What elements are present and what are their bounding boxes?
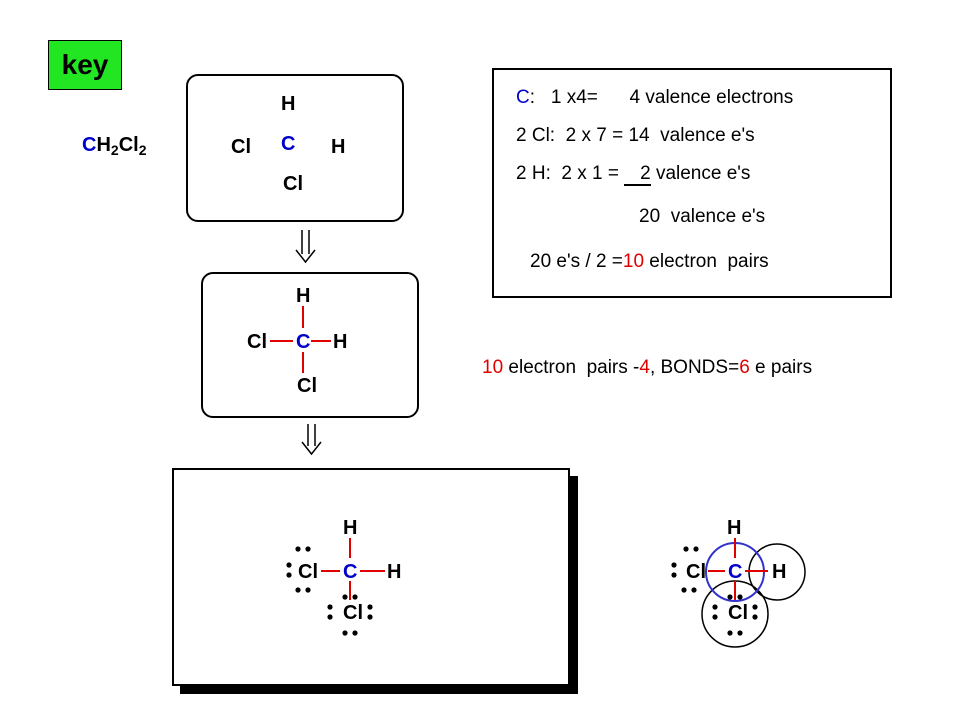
formula-carbon: C <box>82 134 97 156</box>
formula-chlorine-count: 2 <box>138 142 147 158</box>
calc-row-total: 20 valence e's <box>639 206 766 227</box>
box3-lone-pairs <box>286 546 373 636</box>
atom-arrangement-box <box>186 74 404 222</box>
calc-carbon-colon: : <box>529 87 536 108</box>
calc-carbon-symbol: C <box>516 87 530 108</box>
box2-carbon: C <box>296 331 311 353</box>
octet-hydrogen-right: H <box>772 561 787 583</box>
calc-hydrogen-suffix: valence e's <box>650 163 751 184</box>
box1-hydrogen-top: H <box>281 93 296 115</box>
formula-chlorine: Cl <box>118 134 139 156</box>
octet-chlorine-bottom: Cl <box>728 602 748 624</box>
calc-carbon-text: 1 x4= 4 valence electrons <box>535 87 794 108</box>
octet-lone-pairs <box>671 546 758 636</box>
box3-hydrogen-right: H <box>387 561 402 583</box>
octet-carbon: C <box>728 561 743 583</box>
box3-chlorine-bottom: Cl <box>343 602 363 624</box>
bonds-summary: 10 electron pairs -4, BONDS=6 e pairs <box>482 358 812 377</box>
calc-row-chlorine: 2 Cl: 2 x 7 = 14 valence e's <box>516 125 755 146</box>
box1-chlorine-bottom: Cl <box>283 173 303 195</box>
valence-count-box <box>492 68 892 298</box>
formula-hydrogen: H <box>96 134 111 156</box>
box1-carbon: C <box>281 133 296 155</box>
molecular-formula: CH2Cl2 <box>82 134 147 157</box>
box3-hydrogen-top: H <box>343 517 358 539</box>
calc-row-hydrogen: 2 H: 2 x 1 = 2 valence e's <box>516 163 751 186</box>
octet-chlorine-left: Cl <box>686 561 706 583</box>
single-bond-box <box>201 272 419 418</box>
box1-chlorine-left: Cl <box>231 136 251 158</box>
bonds-remaining: 6 <box>739 357 750 378</box>
calc-hydrogen-prefix: 2 H: 2 x 1 = <box>516 163 625 184</box>
calc-pairs-value: 10 <box>622 251 645 272</box>
arrow-down-1 <box>295 230 316 264</box>
bonds-subtract: 4 <box>639 357 650 378</box>
box2-hydrogen-right: H <box>333 331 348 353</box>
box2-chlorine-bottom: Cl <box>297 375 317 397</box>
calc-pairs-suffix: electron pairs <box>644 251 769 272</box>
box3-carbon: C <box>343 561 358 583</box>
lewis-structure-box <box>172 468 570 686</box>
bonds-text-a: electron pairs - <box>503 357 640 378</box>
bonds-text-c: e pairs <box>749 357 813 378</box>
key-label: key <box>48 40 122 90</box>
calc-row-pairs: 20 e's / 2 =10 electron pairs <box>530 252 769 271</box>
bonds-text-b: , BONDS= <box>649 357 740 378</box>
arrow-down-2 <box>301 424 322 456</box>
formula-hydrogen-count: 2 <box>110 142 119 158</box>
box2-chlorine-left: Cl <box>247 331 267 353</box>
bonds-total-pairs: 10 <box>482 357 504 378</box>
box1-hydrogen-right: H <box>331 136 346 158</box>
calc-row-carbon: C: 1 x4= 4 valence electrons <box>516 88 793 107</box>
octet-hydrogen-top: H <box>727 517 742 539</box>
box2-hydrogen-top: H <box>296 285 311 307</box>
calc-pairs-prefix: 20 e's / 2 = <box>530 251 623 272</box>
box3-chlorine-left: Cl <box>298 561 318 583</box>
calc-hydrogen-value: 2 <box>640 163 651 186</box>
